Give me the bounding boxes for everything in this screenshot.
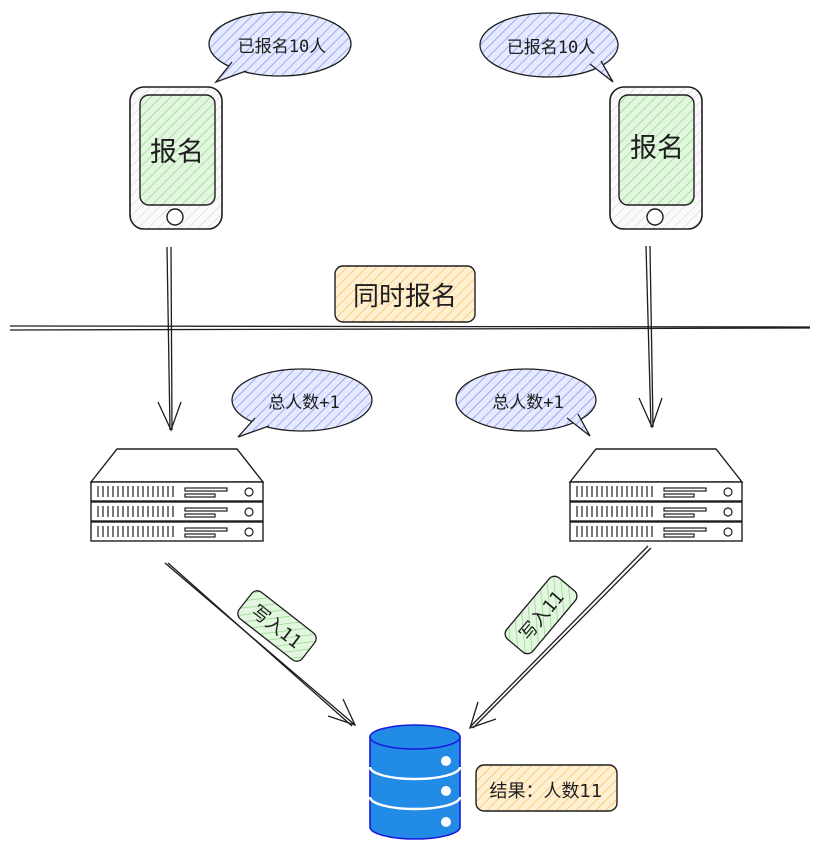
speech-bubble-text: 已报名10人 [238, 37, 326, 57]
simultaneous-signup-label: 同时报名 [353, 282, 457, 312]
phone-right: 报名 [609, 86, 703, 230]
arrow-left-server-to-db [164, 562, 357, 727]
server-unit [569, 481, 743, 502]
server-unit [90, 501, 264, 522]
arrow-right-server-to-db [469, 545, 652, 730]
phone-home-button [166, 208, 184, 226]
speech-bubble-right-phone: 已报名10人 [479, 12, 619, 83]
server-left [89, 448, 265, 542]
phone-left: 报名 [129, 86, 223, 230]
phone-screen-label: 报名 [630, 133, 684, 164]
result-text: 结果：人数11 [490, 781, 603, 802]
speech-bubble-text: 总人数+1 [268, 393, 339, 413]
phone-screen-label: 报名 [150, 137, 204, 168]
simultaneous-signup-tag: 同时报名 [334, 265, 476, 323]
server-right [568, 448, 744, 542]
speech-bubble-right-server: 总人数+1 [455, 368, 597, 437]
write-tag-right: 写入11 [504, 575, 578, 655]
server-top [89, 448, 265, 483]
server-unit [90, 521, 264, 542]
divider-line [9, 325, 811, 331]
phone-home-button [646, 208, 664, 226]
server-unit [569, 521, 743, 542]
speech-bubble-left-server: 总人数+1 [231, 368, 373, 438]
server-top [568, 448, 744, 483]
arrow-left-phone-to-server [157, 246, 182, 432]
phone-screen [139, 94, 216, 206]
speech-bubble-text: 已报名10人 [507, 38, 595, 58]
arrow-right-phone-to-server [638, 245, 663, 429]
server-unit [90, 481, 264, 502]
database [368, 724, 462, 840]
server-unit [569, 501, 743, 522]
result-tag: 结果：人数11 [475, 764, 618, 812]
speech-bubble-left-phone: 已报名10人 [208, 11, 352, 84]
write-tag-left: 写入11 [237, 590, 317, 662]
speech-bubble-text: 总人数+1 [492, 393, 563, 413]
phone-screen [618, 94, 695, 206]
